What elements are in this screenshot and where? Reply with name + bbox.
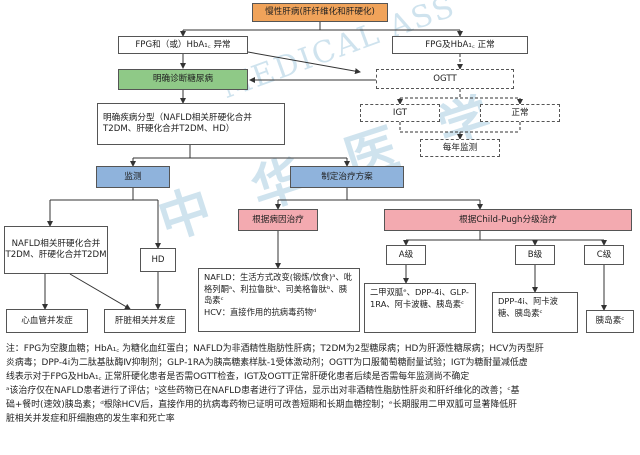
etiology-treatment-box: 根据病因治疗 (238, 209, 318, 231)
grade-c-box: C级 (584, 245, 624, 265)
figure-notes: 注：FPG为空腹血糖；HbA₁꜀ 为糖化血红蛋白；NAFLD为非酒精性脂肪性肝病… (6, 342, 634, 426)
treatment-plan-box: 制定治疗方案 (290, 166, 404, 188)
chronic-liver-disease-box: 慢性肝病(肝纤维化和肝硬化) (252, 3, 388, 22)
diagnose-diabetes-box: 明确诊断糖尿病 (118, 69, 248, 90)
monitoring-box: 监测 (96, 166, 170, 188)
normal-glucose-box: 正常 (480, 104, 560, 122)
note-line: 炎病毒；DPP-4i为二肽基肽酶Ⅳ抑制剂；GLP-1RA为胰高糖素样肽-1受体激… (6, 358, 528, 368)
grade-b-box: B级 (515, 245, 555, 265)
flowchart-connectors (42, 22, 607, 311)
cardiovascular-complications-box: 心血管并发症 (6, 309, 88, 333)
etiology-detail-box: NAFLD：生活方式改变(锻炼/饮食)ᵃ、吡格列酮ᵃ、利拉鲁肽ᵇ、司美格鲁肽ᵇ、… (198, 268, 360, 332)
grade-c-drugs-box: 胰岛素ᶜ (586, 310, 634, 333)
yearly-monitoring-box: 每年监测 (420, 139, 500, 157)
note-line: 注：FPG为空腹血糖；HbA₁꜀ 为糖化血红蛋白；NAFLD为非酒精性脂肪性肝病… (6, 344, 544, 354)
note-line: ᵃ该治疗仅在NAFLD患者进行了评估；ᵇ这些药物已在NAFLD患者进行了评估，显… (6, 386, 520, 396)
grade-a-drugs-box: 二甲双胍ᵉ、DPP-4i、GLP-1RA、阿卡波糖、胰岛素ᶜ (364, 283, 476, 333)
note-line: 线表示对于FPG及HbA₁꜀ 正常肝硬化患者是否需OGTT检查，IGT及OGTT… (6, 372, 470, 382)
hd-box: HD (140, 248, 176, 272)
grade-a-box: A级 (386, 245, 426, 265)
grade-b-drugs-box: DPP-4i、阿卡波糖、胰岛素ᶜ (492, 292, 578, 333)
igt-box: IGT (360, 104, 440, 122)
fpg-abnormal-box: FPG和（或）HbA₁꜀ 异常 (118, 36, 248, 54)
child-pugh-treatment-box: 根据Child-Pugh分级治疗 (384, 209, 632, 231)
ogtt-box: OGTT (376, 69, 514, 89)
disease-classification-box: 明确疾病分型（NAFLD相关肝硬化合并T2DM、肝硬化合并T2DM、HD） (97, 103, 285, 145)
nafld-cirrhosis-t2dm-box: NAFLD相关肝硬化合并T2DM、肝硬化合并T2DM (4, 226, 108, 274)
liver-complications-box: 肝脏相关并发症 (104, 309, 186, 333)
fpg-normal-box: FPG及HbA₁꜀ 正常 (392, 36, 528, 54)
note-line: 础+餐时(速效)胰岛素；ᵈ根除HCV后，直接作用的抗病毒药物已证明可改善短期和长… (6, 400, 517, 410)
note-line: 脏相关并发症和肝细胞癌的发生率和死亡率 (6, 414, 175, 424)
